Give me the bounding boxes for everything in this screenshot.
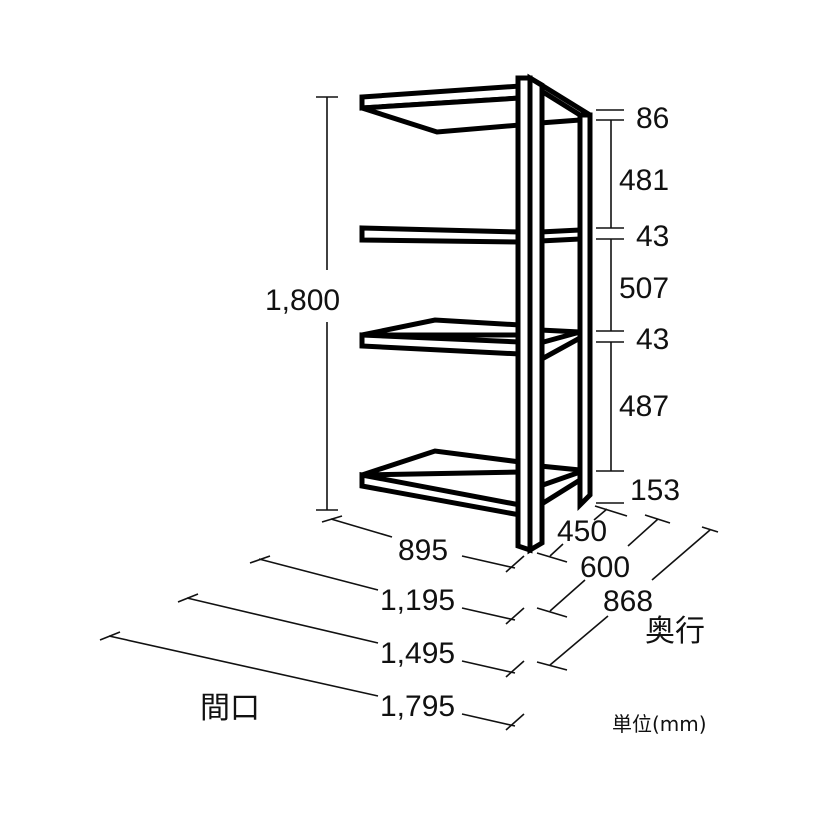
pitch-dimension: 86 481 43 507 43 487 153	[596, 102, 680, 507]
width-dimensions: 895 1,195 1,495 1,795 間口	[99, 515, 525, 731]
pitch-label: 86	[636, 102, 669, 135]
pitch-label: 487	[619, 390, 669, 423]
shelf-top	[359, 83, 581, 135]
upright-front	[515, 73, 545, 555]
pitch-label: 43	[636, 220, 669, 253]
width-label: 895	[398, 534, 448, 567]
pitch-label: 43	[636, 323, 669, 356]
depth-label: 868	[603, 585, 653, 618]
shelf-bottom	[359, 448, 583, 519]
pitch-label: 481	[619, 164, 669, 197]
shelf-2	[359, 225, 581, 245]
height-dimension: 1,800	[265, 96, 340, 511]
upright-back	[528, 75, 593, 512]
depth-label: 600	[580, 551, 630, 584]
width-label: 1,195	[380, 584, 455, 617]
depth-title: 奥行	[645, 614, 705, 649]
shelf-3	[359, 317, 583, 365]
unit-label: 単位(mm)	[612, 712, 707, 736]
width-label: 1,795	[380, 690, 455, 723]
depth-dimensions: 450 600 868 奥行	[536, 505, 719, 671]
pitch-label: 507	[619, 272, 669, 305]
height-total-label: 1,800	[265, 284, 340, 317]
pitch-label: 153	[630, 474, 680, 507]
width-label: 1,495	[380, 637, 455, 670]
depth-label: 450	[557, 515, 607, 548]
width-title: 間口	[200, 691, 260, 726]
